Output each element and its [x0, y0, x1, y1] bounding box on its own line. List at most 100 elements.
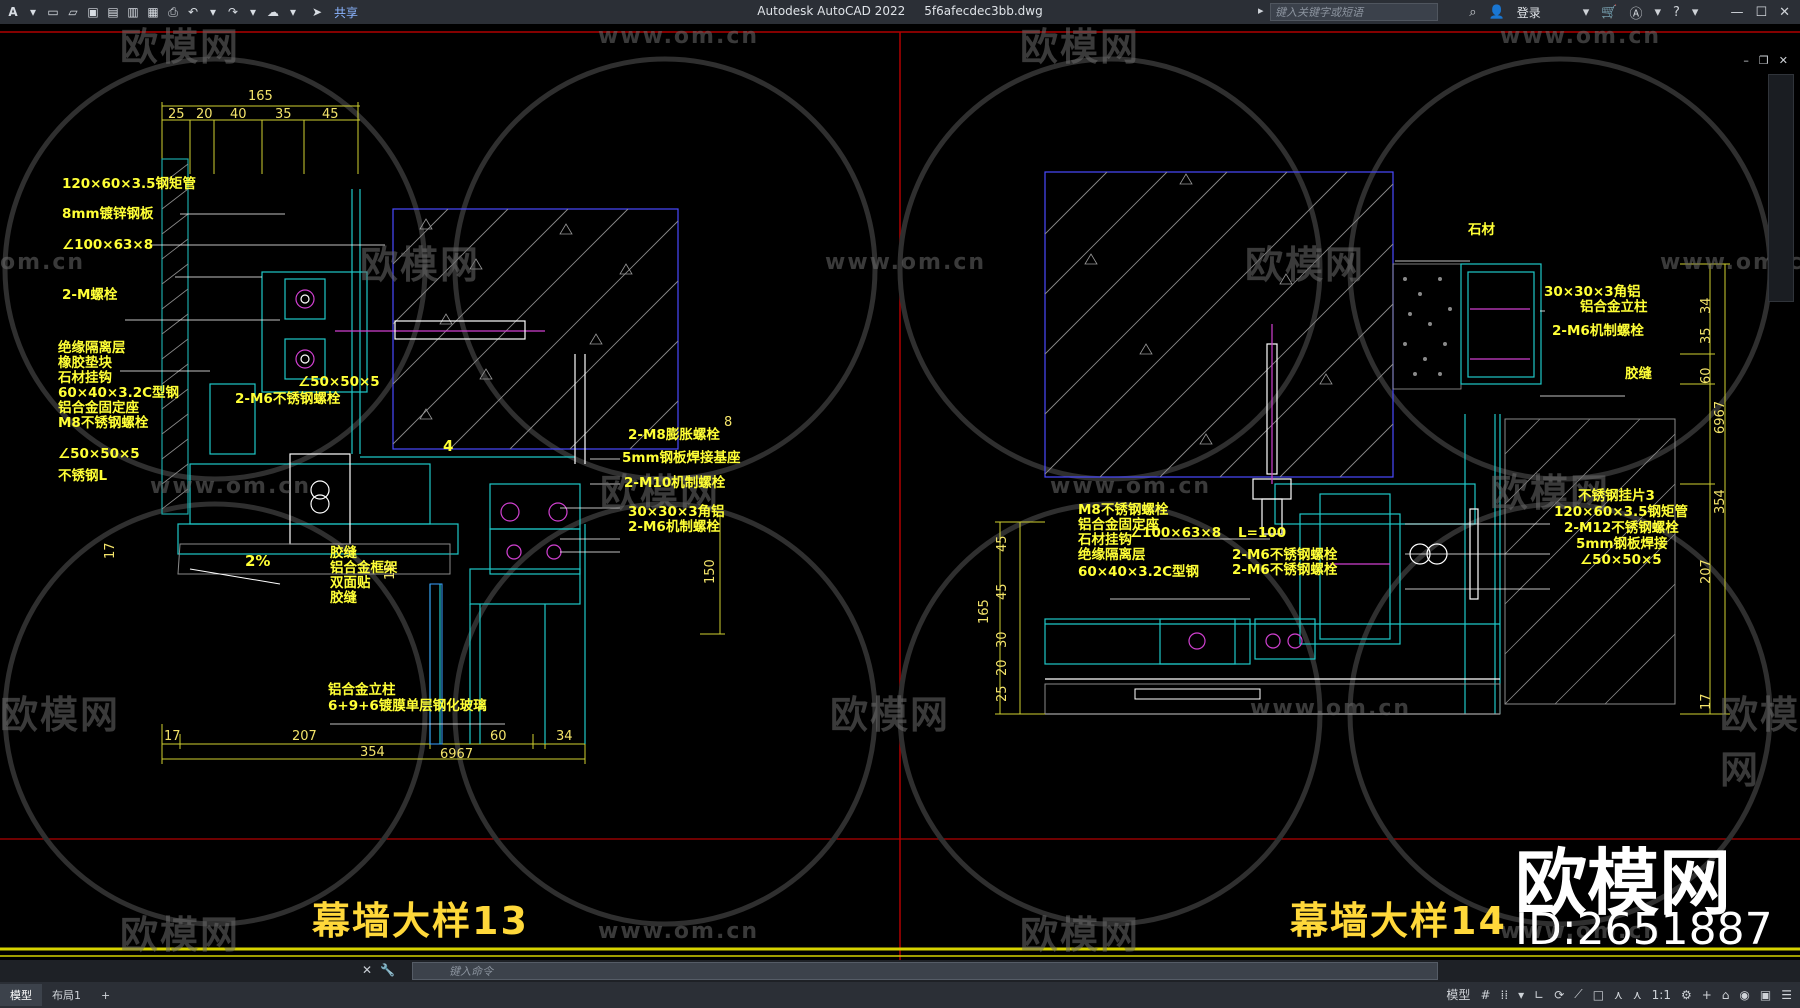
watermark-url: www.om.cn: [598, 24, 760, 49]
annoscale-icon[interactable]: ⋏: [1632, 987, 1642, 1002]
hardware-icon[interactable]: ▣: [1759, 987, 1772, 1002]
viewport-minimize-icon[interactable]: –: [1743, 54, 1749, 67]
d13-label: 2-M8膨胀螺栓: [628, 427, 720, 443]
navigation-bar[interactable]: [1768, 74, 1794, 302]
share-icon[interactable]: ➤: [311, 5, 323, 19]
isolate-icon[interactable]: ◉: [1739, 987, 1750, 1002]
d14-label: M8不锈钢螺栓: [1078, 502, 1169, 518]
close-icon[interactable]: ✕: [1779, 5, 1790, 20]
d13-label: 石材挂钩: [58, 370, 112, 386]
isodraft-icon[interactable]: ⟋: [1574, 987, 1583, 1001]
redo-dropdown-icon[interactable]: ▾: [249, 5, 257, 19]
grid-icon[interactable]: #: [1480, 987, 1491, 1002]
a360-dropdown-icon[interactable]: ▾: [1654, 5, 1661, 20]
d13-slope-label: 2%: [245, 552, 271, 570]
print-icon[interactable]: ⎙: [168, 4, 178, 19]
command-input[interactable]: 键入命令: [412, 962, 1438, 980]
app-title: Autodesk AutoCAD 2022: [757, 4, 906, 18]
save-as-icon[interactable]: ▤: [107, 5, 119, 19]
d14-label: 胶缝: [1625, 366, 1652, 382]
open-folder-icon[interactable]: ▱: [68, 5, 78, 19]
d14-dim-left: 45: [995, 583, 1010, 600]
title-right-controls: ⌕ 👤 登录 ▾ 🛒 Ⓐ ▾ ? ▾ — ☐ ✕: [1469, 3, 1790, 22]
maximize-icon[interactable]: ☐: [1755, 5, 1768, 20]
minimize-icon[interactable]: —: [1730, 5, 1744, 20]
drawing-canvas[interactable]: 欧模网 www.om.cn 欧模网 www.om.cn om.cn 欧模网 ww…: [0, 24, 1800, 960]
model-space-button[interactable]: 模型: [1446, 988, 1471, 1002]
command-close-icon[interactable]: ✕: [362, 963, 373, 977]
d13-dim-bottom: 60: [490, 729, 507, 744]
d14-dim-left: 20: [995, 659, 1010, 676]
d14-label: 铝合金立柱: [1580, 299, 1648, 315]
d14-label: 2-M6机制螺栓: [1552, 323, 1644, 339]
units-icon[interactable]: ⌂: [1721, 987, 1730, 1002]
undo-icon[interactable]: ↶: [187, 5, 199, 19]
viewport-close-icon[interactable]: ✕: [1778, 54, 1788, 67]
d13-label: 铝合金固定座: [58, 400, 139, 416]
command-customize-icon[interactable]: 🔧: [380, 963, 396, 977]
watermark-url: www.om.cn: [1500, 919, 1662, 944]
d13-label: 胶缝: [330, 545, 357, 561]
d14-dim-right: 6967: [1713, 400, 1728, 434]
polar-icon[interactable]: ⟳: [1554, 987, 1565, 1002]
d14-label: ∠100×63×8: [1130, 525, 1222, 541]
workspace-icon[interactable]: ☁: [267, 5, 279, 19]
annotation-icon[interactable]: ⋏: [1614, 987, 1623, 1002]
customization-menu-icon[interactable]: ☰: [1781, 987, 1792, 1002]
watermark-brand: 欧模网: [1020, 25, 1141, 69]
plot-preview-icon[interactable]: ▦: [147, 5, 159, 19]
snap-icon[interactable]: ⁞⁞: [1500, 987, 1509, 1002]
share-button[interactable]: 共享: [334, 5, 359, 20]
d13-dim-top: 35: [275, 107, 292, 122]
scale-button[interactable]: 1:1: [1651, 987, 1671, 1002]
save-icon[interactable]: ▣: [87, 5, 99, 19]
osnap-icon[interactable]: □: [1592, 987, 1605, 1002]
d14-label: 5mm钢板焊接: [1576, 536, 1668, 552]
d13-label: ∠100×63×8: [62, 237, 154, 253]
help-icon[interactable]: ?: [1673, 5, 1680, 20]
snap-dropdown-icon[interactable]: ▾: [1518, 987, 1525, 1002]
dropdown-arrow-icon[interactable]: ▾: [29, 5, 37, 19]
ortho-icon[interactable]: ∟: [1534, 987, 1545, 1002]
customize-dropdown-icon[interactable]: ▾: [289, 5, 297, 19]
a360-icon[interactable]: Ⓐ: [1629, 7, 1643, 22]
layout-tab-layout1[interactable]: 布局1: [52, 989, 81, 1002]
watermark-brand: 欧模网: [0, 693, 121, 737]
layout-tab-add[interactable]: +: [101, 988, 111, 1002]
help-dropdown-icon[interactable]: ▾: [1691, 5, 1699, 20]
d13-dim-side: 150: [703, 559, 718, 584]
d13-dim-bottom: 207: [292, 729, 317, 744]
d14-dim-right: 17: [1699, 693, 1714, 710]
d13-label: 120×60×3.5钢矩管: [62, 176, 197, 192]
viewport-restore-icon[interactable]: ❐: [1758, 54, 1769, 67]
d13-label: M8不锈钢螺栓: [58, 415, 149, 431]
search-input[interactable]: 键入关键字或短语: [1270, 3, 1438, 21]
login-dropdown-icon[interactable]: ▾: [1582, 5, 1590, 20]
add-icon[interactable]: +: [1701, 987, 1712, 1002]
watermark-brand: 欧模网: [360, 243, 481, 287]
status-bar: 模型 布局1 +: [0, 982, 1800, 1008]
autocad-logo-icon[interactable]: A: [8, 5, 18, 19]
d13-dim-bottom: 17: [164, 729, 181, 744]
d14-dim-right: 60: [1699, 367, 1714, 384]
search-icon[interactable]: ⌕: [1469, 5, 1477, 20]
user-icon[interactable]: 👤: [1488, 5, 1505, 20]
undo-dropdown-icon[interactable]: ▾: [209, 5, 217, 19]
d13-label: 60×40×3.2C型钢: [58, 385, 180, 401]
detail-13-title: 幕墙大样13: [312, 899, 529, 943]
layout-tab-model[interactable]: 模型: [0, 984, 42, 1006]
d13-label: ∠50×50×5: [58, 446, 140, 462]
d13-label: 胶缝: [330, 590, 357, 606]
search-arrow-icon[interactable]: ▸: [1258, 4, 1264, 17]
new-file-icon[interactable]: ▭: [47, 5, 59, 19]
brand-logo-text: 欧模网: [1515, 841, 1732, 925]
d13-label: 6+9+6镀膜单层钢化玻璃: [328, 698, 487, 714]
login-button[interactable]: 登录: [1516, 6, 1541, 20]
redo-icon[interactable]: ↷: [227, 5, 239, 19]
workspace-gear-icon[interactable]: ⚙: [1680, 987, 1692, 1002]
d14-label: 石材: [1468, 222, 1495, 238]
publish-icon[interactable]: ▥: [127, 5, 139, 19]
d13-label: 铝合金立柱: [328, 682, 396, 698]
d13-label: 2-M6机制螺栓: [628, 519, 720, 535]
cart-icon[interactable]: 🛒: [1601, 5, 1618, 20]
